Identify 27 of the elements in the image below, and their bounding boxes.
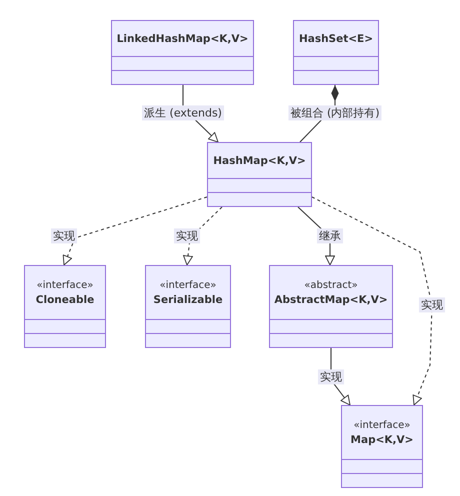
class-name: Serializable [153, 294, 223, 306]
class-box [207, 142, 312, 207]
edge-label: 实现 [318, 369, 344, 385]
edge-label: 被组合 (内部持有) [288, 105, 382, 121]
stereotype-label: «abstract» [304, 280, 358, 290]
interface-box [145, 265, 231, 348]
class-name: AbstractMap<K,V> [274, 294, 388, 306]
stereotype-label: «interface» [160, 280, 216, 290]
abstract-class-box [269, 265, 393, 348]
interface-box [24, 265, 106, 348]
realization-arrow [312, 196, 432, 406]
class-box [111, 20, 254, 85]
edge-label: 实现 [419, 297, 445, 313]
class-name: HashMap<K,V> [213, 154, 306, 166]
interface-box [341, 405, 423, 488]
stereotype-label: «interface» [354, 420, 410, 430]
edge-label: 派生 (extends) [142, 105, 224, 121]
edge-label: 继承 [317, 228, 343, 244]
class-box [293, 20, 379, 85]
class-name: LinkedHashMap<K,V> [116, 32, 248, 44]
class-name: Cloneable [36, 294, 94, 306]
stereotype-label: «interface» [36, 280, 94, 290]
edge-label: 实现 [174, 228, 200, 244]
class-name: HashSet<E> [298, 32, 374, 44]
realization-arrow [62, 196, 208, 266]
class-name: Map<K,V> [350, 434, 414, 446]
edge-label: 实现 [51, 228, 77, 244]
